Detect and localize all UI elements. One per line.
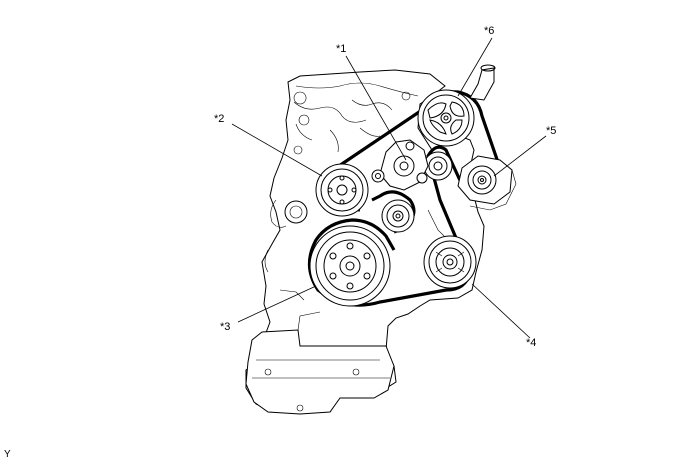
callout-5: *5 bbox=[546, 125, 556, 137]
callout-1: *1 bbox=[336, 43, 346, 55]
belt-tensioner bbox=[457, 155, 513, 205]
crankshaft-pulley bbox=[309, 225, 391, 307]
lower-idler-pulley bbox=[381, 199, 415, 233]
leader-5 bbox=[493, 135, 547, 177]
leader-2 bbox=[231, 123, 323, 177]
leader-4 bbox=[471, 283, 531, 339]
callout-leaders bbox=[231, 37, 547, 339]
mounting-bracket bbox=[371, 139, 429, 191]
callout-2: *2 bbox=[214, 113, 224, 125]
callout-labels: *1 *2 *3 *4 *5 *6 bbox=[214, 25, 556, 349]
upper-pulley bbox=[417, 64, 496, 147]
callout-3: *3 bbox=[220, 321, 230, 333]
leader-1 bbox=[345, 55, 407, 161]
figure-code: Y bbox=[4, 449, 11, 460]
leader-3 bbox=[237, 285, 317, 323]
callout-4: *4 bbox=[526, 337, 536, 349]
alternator bbox=[423, 235, 477, 289]
callout-6: *6 bbox=[484, 25, 494, 37]
leader-6 bbox=[457, 37, 493, 97]
water-pump-pulley bbox=[315, 163, 369, 217]
